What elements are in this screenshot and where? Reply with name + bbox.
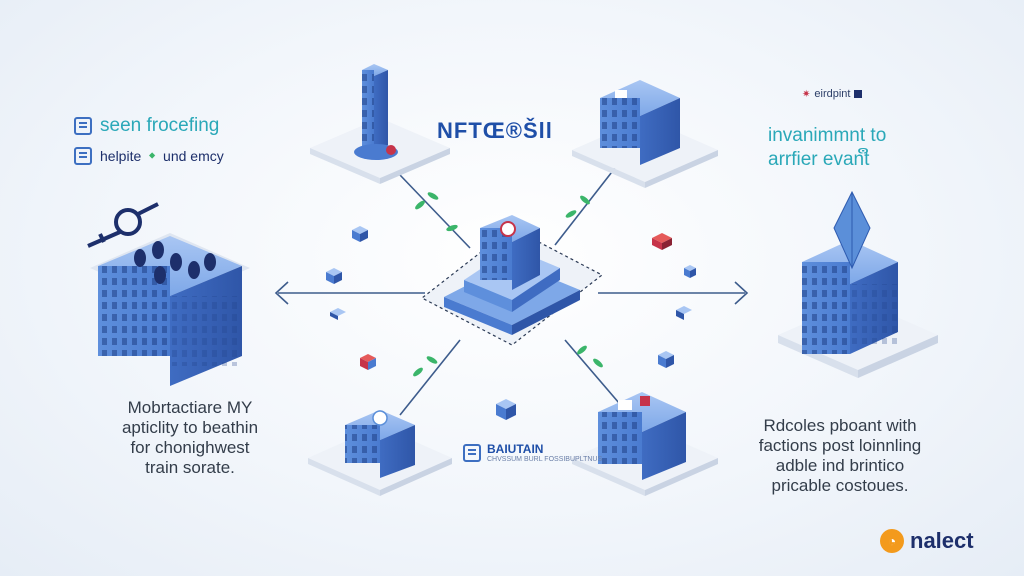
right-heading-line: arrfier evantຶ [768, 149, 870, 170]
node-right[interactable] [778, 190, 938, 378]
document-icon [463, 443, 481, 462]
stack-icon [74, 147, 92, 165]
bottom-center-label: BAIUTAIN CHVSSUM BURL FOSSIBUPLTNUS [463, 442, 602, 463]
box-icon [854, 90, 863, 98]
right-paragraph-line: adble ind brintico [775, 456, 905, 475]
leaf-decorations [413, 192, 603, 377]
token-icon [500, 221, 516, 237]
center-hub[interactable] [420, 215, 604, 346]
right-paragraph-line: Rdcoles pboant with [763, 416, 917, 435]
right-brand-small: ✷ eirdpint [802, 88, 863, 100]
shield-icon [74, 117, 92, 135]
bottom-center-title: BAIUTAIN [487, 442, 544, 456]
left-paragraph: Mobrtactiare MY apticlity to beathin for… [90, 398, 290, 478]
node-bottom-left[interactable] [308, 410, 452, 496]
cube-small [352, 226, 368, 242]
cube-small-red [360, 354, 376, 370]
left-label-1: seen froceﬁng [100, 115, 220, 136]
brand-logo[interactable]: ◔ nalect [880, 528, 974, 554]
cluster-icon [134, 241, 216, 284]
key-icon [87, 202, 159, 248]
node-top-left[interactable] [310, 64, 450, 184]
cube-small [658, 351, 674, 368]
cube-small [496, 399, 516, 420]
right-paragraph-line: pricable costoues. [771, 476, 909, 495]
right-brand-small-text: eirdpint [814, 88, 851, 100]
cube-small [684, 265, 696, 278]
brand-name: nalect [910, 528, 974, 553]
link-icon: ⬩ [149, 147, 156, 164]
cube-small-red [652, 233, 672, 250]
right-paragraph-line: factions post loinnling [758, 436, 922, 455]
node-bottom-right[interactable] [572, 392, 718, 496]
left-label-2: helpite [100, 148, 142, 164]
left-paragraph-line: train sorate. [145, 458, 235, 477]
left-paragraph-line: Mobrtactiare MY [127, 398, 253, 417]
arrow-right-icon [734, 281, 749, 305]
left-label-row: seen froceﬁng [74, 115, 224, 137]
right-heading-line: invanimmnt to [768, 125, 887, 146]
node-left[interactable] [87, 202, 250, 386]
left-paragraph-line: for chonighwest [130, 438, 250, 457]
connector-bottom-left [399, 339, 461, 416]
gear-icon: ✷ [802, 88, 811, 100]
left-labels: seen froceﬁng helpite ⬩ und emcy [74, 115, 224, 175]
left-paragraph-line: apticlity to beathin [121, 418, 259, 437]
center-title: NFTŒ®Šll [437, 118, 553, 143]
small-cubes [326, 226, 696, 420]
node-top-right[interactable] [572, 80, 718, 188]
cube-small [676, 306, 692, 320]
arrow-left-icon [274, 281, 289, 305]
connectors [274, 167, 749, 416]
right-paragraph: Rdcoles pboant with factions post loinnl… [740, 416, 940, 496]
connector-top-right [554, 167, 616, 246]
cube-small [326, 268, 342, 284]
connector-top-left [399, 174, 471, 249]
left-label-3: und emcy [163, 148, 224, 164]
left-label-row: helpite ⬩ und emcy [74, 147, 224, 165]
coin-icon: ◔ [880, 529, 904, 553]
connector-bottom-right [564, 339, 626, 411]
right-heading: invanimmnt to arrfier evantຶ [768, 124, 886, 172]
bottom-center-subtitle: CHVSSUM BURL FOSSIBUPLTNUS [487, 456, 603, 463]
cube-small [330, 308, 346, 320]
